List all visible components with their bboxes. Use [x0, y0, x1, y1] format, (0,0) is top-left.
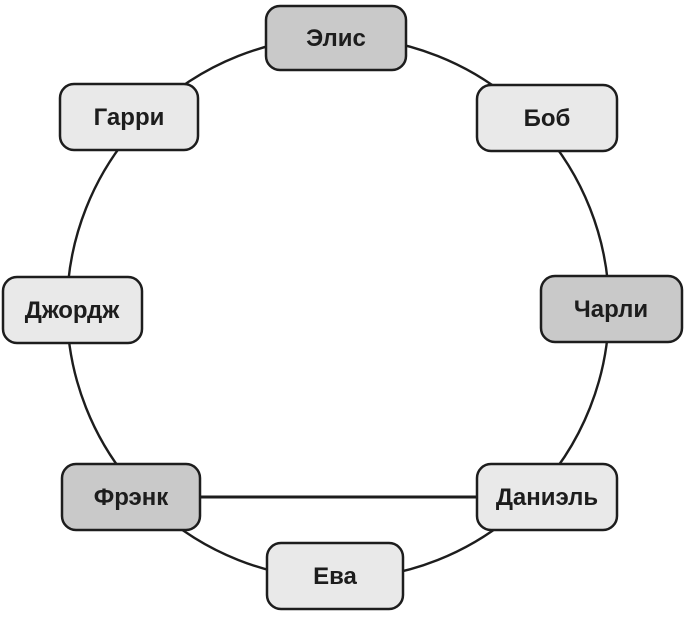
node-harry-box — [58, 82, 200, 152]
node-alice: Элис — [264, 4, 408, 72]
node-daniel: Даниэль — [475, 462, 619, 532]
node-frank: Фрэнк — [60, 462, 202, 532]
node-george-box — [1, 275, 144, 345]
node-bob-label: Боб — [524, 105, 571, 132]
node-alice-label: Элис — [306, 25, 366, 52]
node-charlie: Чарли — [539, 274, 684, 344]
node-eva-label: Ева — [313, 563, 357, 590]
node-george: Джордж — [1, 275, 144, 345]
node-daniel-label: Даниэль — [496, 484, 598, 511]
node-bob: Боб — [475, 83, 619, 153]
node-charlie-box — [539, 274, 684, 344]
node-harry-label: Гарри — [94, 104, 165, 131]
node-bob-box — [475, 83, 619, 153]
node-charlie-label: Чарли — [574, 296, 648, 323]
node-frank-label: Фрэнк — [94, 484, 170, 511]
node-eva: Ева — [265, 541, 405, 611]
node-george-label: Джордж — [25, 297, 120, 324]
node-harry: Гарри — [58, 82, 200, 152]
node-eva-box — [265, 541, 405, 611]
node-daniel-box — [475, 462, 619, 532]
node-alice-box — [264, 4, 408, 72]
node-frank-box — [60, 462, 202, 532]
